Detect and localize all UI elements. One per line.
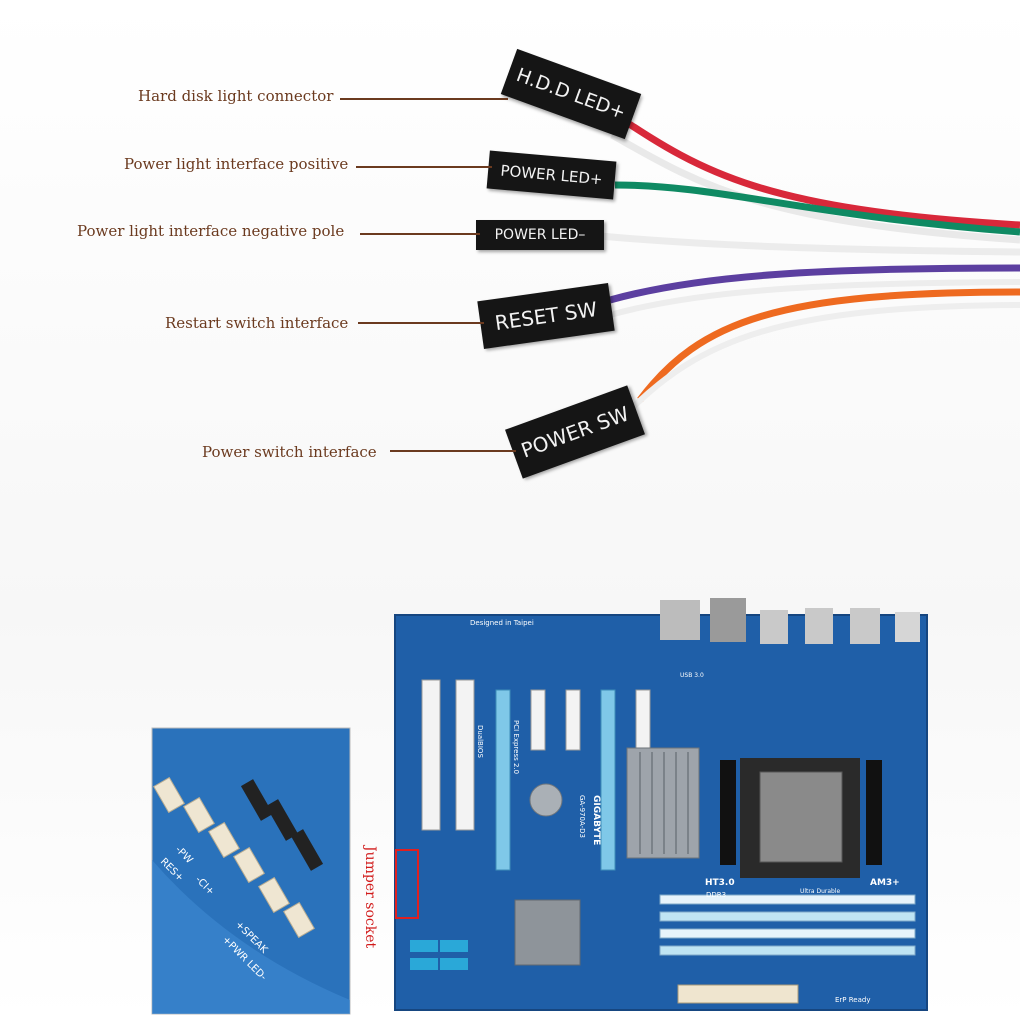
- connector-power-led-neg: POWER LED–: [476, 220, 604, 250]
- board-brand-text: GIGABYTE: [591, 795, 601, 845]
- leader-restart-switch: [358, 322, 484, 324]
- board-designed-text: Designed in Taipei: [470, 619, 534, 627]
- wire-red: [618, 115, 1020, 229]
- board-slots-text: PCI Express 2.0: [512, 720, 520, 774]
- leader-hdd-light: [340, 98, 508, 100]
- connector-power-led-neg-text: POWER LED–: [494, 227, 586, 243]
- callout-restart-switch: Restart switch interface: [165, 314, 349, 332]
- connector-power-led-pos-text: POWER LED+: [499, 161, 604, 189]
- callout-power-switch: Power switch interface: [202, 443, 377, 461]
- leader-power-light-negative: [360, 233, 480, 235]
- board-durable-text: Ultra Durable: [800, 888, 841, 895]
- callout-power-light-positive: Power light interface positive: [124, 155, 349, 173]
- callout-power-light-negative: Power light interface negative pole: [77, 222, 345, 240]
- wire-orange: [637, 288, 1020, 403]
- board-erp-text: ErP Ready: [835, 996, 870, 1004]
- board-dualbios-text: DualBIOS: [476, 725, 484, 758]
- closeup-inset: -PW RES+ -CI+ +SPEAK +PWR LED-: [151, 727, 351, 1015]
- connector-reset-sw-text: RESET SW: [493, 296, 599, 336]
- board-ht-text: HT3.0: [705, 878, 735, 888]
- jumper-socket-label: Jumper socket: [362, 846, 378, 949]
- board-model-text: GA-970A-D3: [578, 795, 586, 838]
- wire-white-power: [625, 302, 1020, 415]
- board-socket-text: AM3+: [870, 878, 900, 888]
- jumper-highlight-box: [395, 849, 419, 919]
- wire-green: [614, 181, 1020, 236]
- leader-power-light-positive: [356, 166, 492, 168]
- board-usb-text: USB 3.0: [680, 672, 704, 679]
- wire-white: [599, 232, 1020, 256]
- wire-white-reset: [609, 279, 1020, 318]
- wire-bundle: [599, 115, 1020, 415]
- motherboard: Designed in Taipei GIGABYTE GA-970A-D3 P…: [394, 598, 928, 1011]
- callout-hdd-light: Hard disk light connector: [138, 87, 334, 105]
- leader-power-switch: [390, 450, 516, 452]
- board-ddr-text: DDR3: [706, 891, 726, 899]
- wire-purple: [609, 264, 1020, 304]
